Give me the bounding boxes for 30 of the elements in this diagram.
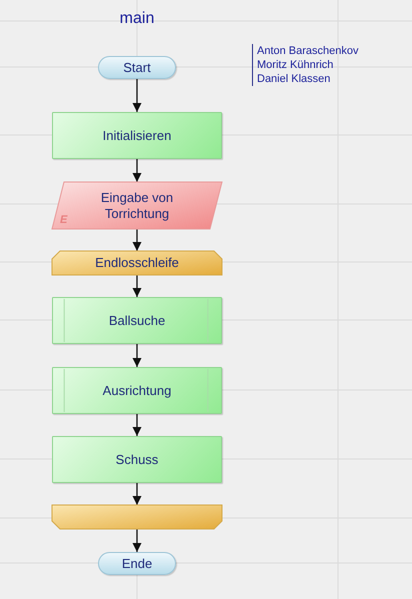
node-label: Initialisieren (102, 128, 172, 144)
arrow (132, 79, 142, 112)
author-name: Moritz Kühnrich (257, 58, 334, 72)
arrow (132, 529, 142, 552)
node-label: Ende (122, 556, 152, 572)
loop-start-box (52, 251, 222, 275)
input-parallelogram (52, 182, 222, 229)
process-box (52, 436, 222, 483)
diagram-title: main (118, 10, 156, 28)
arrow (132, 483, 142, 505)
subprocess-box (52, 297, 222, 344)
arrow (132, 275, 142, 297)
node-label: Start (123, 60, 151, 76)
arrow (132, 344, 142, 367)
node-label: Endlosschleife (95, 255, 179, 271)
terminal-pill (98, 552, 176, 575)
arrow (132, 229, 142, 251)
subprocess-box (52, 367, 222, 414)
node-label: Schuss (116, 452, 158, 468)
arrow (132, 159, 142, 182)
process-box (52, 112, 222, 159)
loop-end-box (52, 505, 222, 529)
node-label: Ausrichtung (102, 382, 172, 398)
node-mark: E (60, 214, 68, 226)
author-name: Daniel Klassen (257, 72, 332, 86)
author-name: Anton Baraschenkov (257, 44, 359, 58)
arrow (132, 414, 142, 436)
node-label: Eingabe von Torrichtung (100, 190, 174, 222)
node-label: Ballsuche (108, 312, 166, 328)
terminal-pill (98, 56, 176, 79)
